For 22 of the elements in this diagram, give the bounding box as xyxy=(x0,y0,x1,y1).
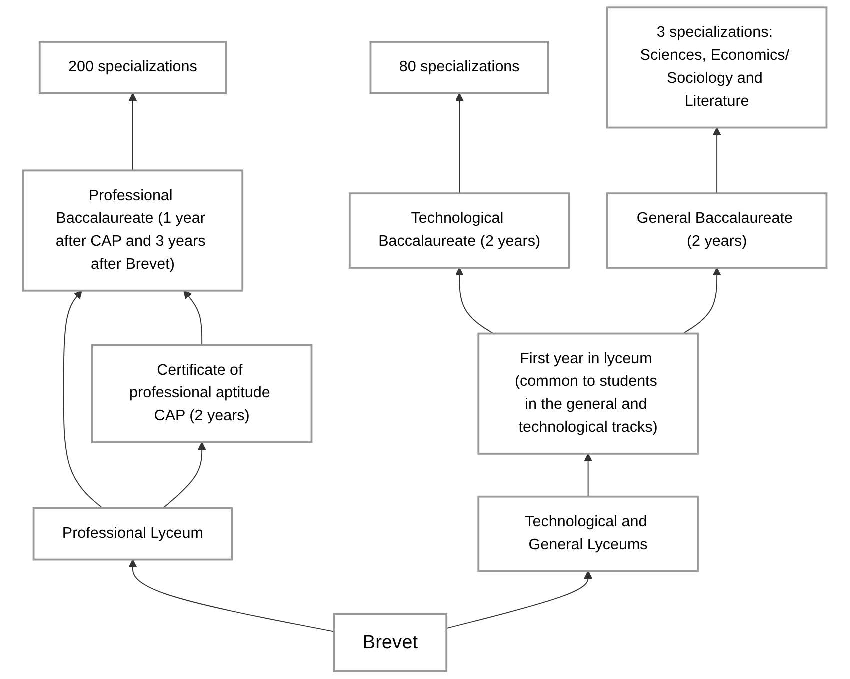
node-box: 200 specializations xyxy=(38,41,227,94)
arrow xyxy=(455,93,464,194)
node-box: General Baccalaureate (2 years) xyxy=(606,192,828,269)
arrow xyxy=(184,290,203,346)
node-box: Certificate of professional aptitude CAP (2 years) xyxy=(91,344,313,444)
arrow xyxy=(584,454,592,498)
arrow xyxy=(162,442,206,509)
arrow xyxy=(712,127,722,194)
node-box: Professional Baccalaureate (1 year after CAP and 3 years after Brevet) xyxy=(22,170,244,292)
arrow xyxy=(63,290,104,509)
node-box: First year in lyceum (common to students in the general and technological tracks) xyxy=(478,332,699,455)
node-box: 3 specializations: Sciences, Economics/ Sociology and Literature xyxy=(606,6,828,129)
node-box: Technological Baccalaureate (2 years) xyxy=(348,192,570,269)
node-box: Technological and General Lyceums xyxy=(478,496,699,572)
arrow xyxy=(128,93,138,172)
node-box: 80 specializations xyxy=(370,41,550,94)
arrow xyxy=(682,268,722,334)
arrow xyxy=(455,268,494,334)
node-box: Professional Lyceum xyxy=(32,507,234,561)
arrow xyxy=(446,570,592,630)
arrow xyxy=(128,559,335,632)
node-box: Brevet xyxy=(333,613,448,672)
